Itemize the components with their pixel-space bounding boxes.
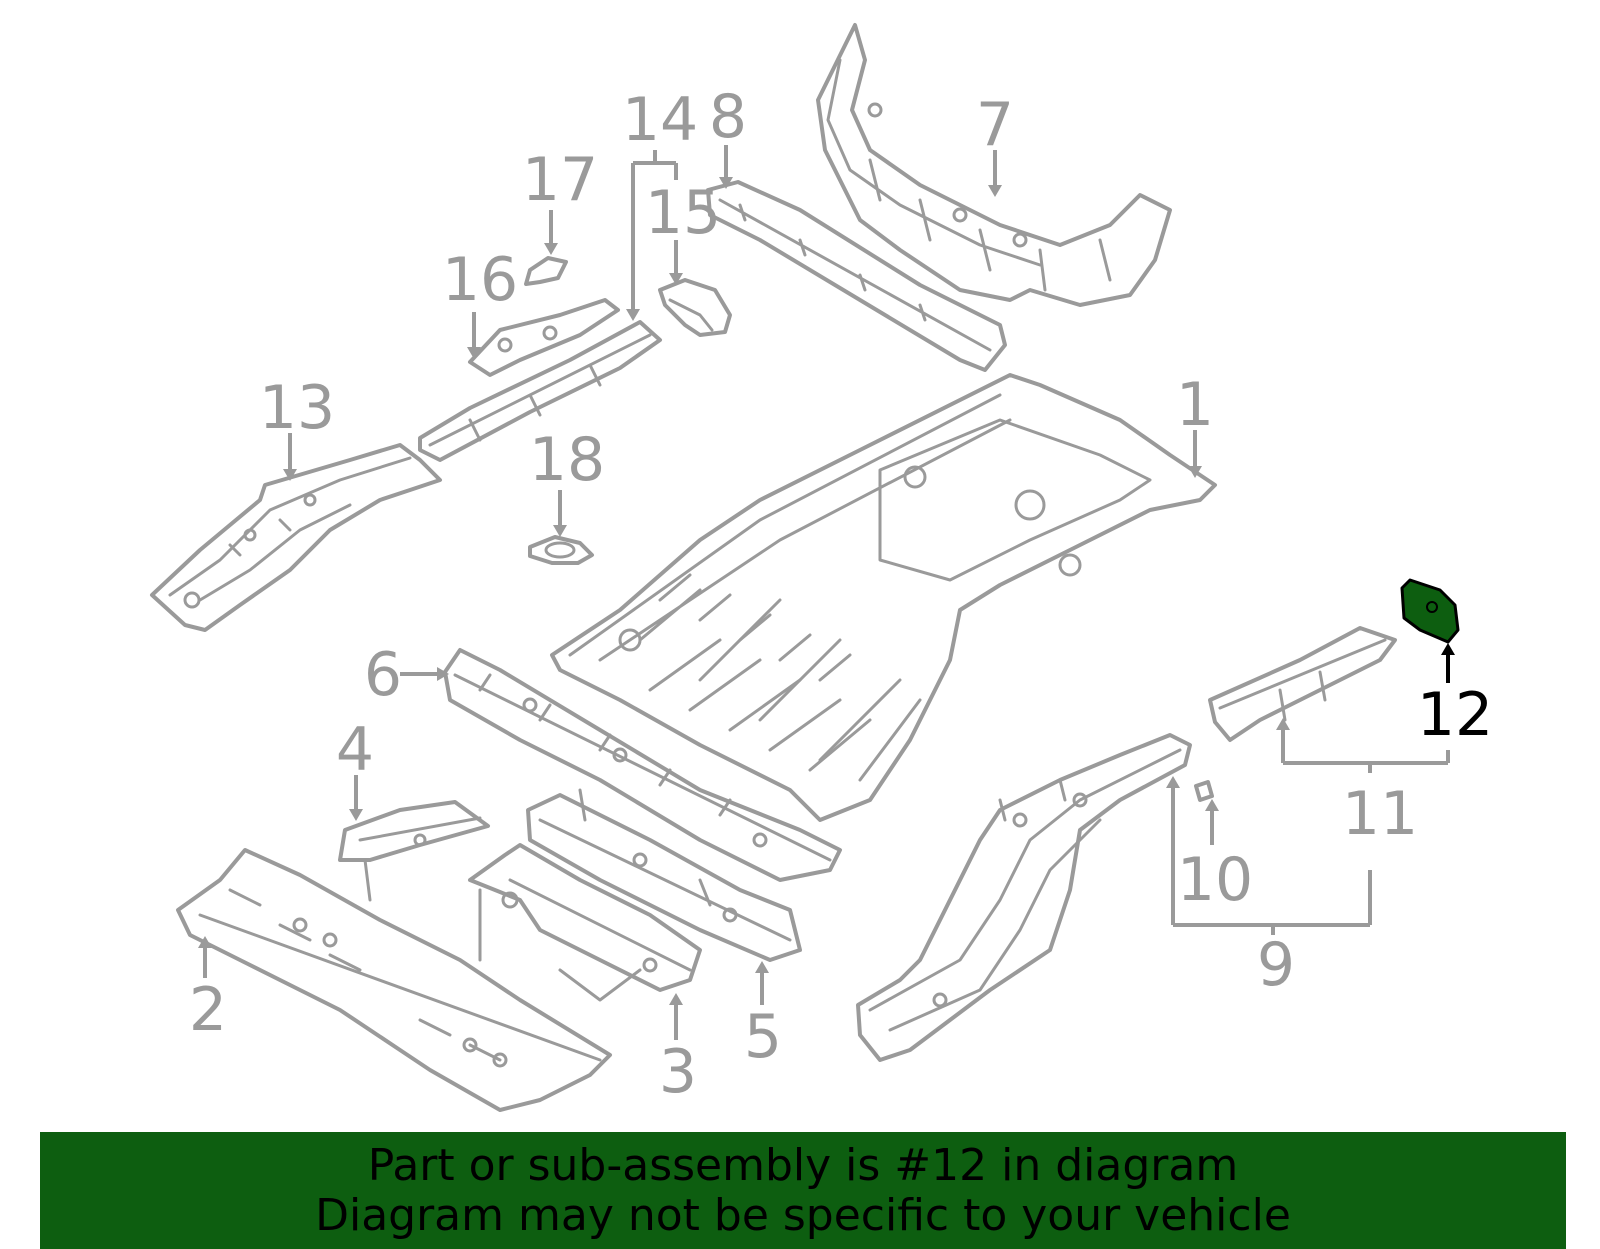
callout-7: 7 [976,90,1014,160]
callout-3: 3 [659,1037,697,1107]
part-11-extension[interactable] [1208,626,1397,742]
banner-line-2: Diagram may not be specific to your vehi… [315,1189,1291,1241]
part-5-crossmember[interactable] [526,788,802,962]
callout-10: 10 [1177,845,1253,915]
part-12-bracket-highlighted[interactable] [1400,578,1460,644]
part-10-clip[interactable] [1194,780,1214,802]
callout-18: 18 [529,425,605,495]
callout-13: 13 [259,373,335,443]
part-8-cross-rail[interactable] [706,180,1007,372]
part-6-crossmember[interactable] [443,648,842,882]
part-16-reinforcement[interactable] [468,298,620,377]
notice-banner: Part or sub-assembly is #12 in diagram D… [40,1132,1566,1249]
callout-16: 16 [442,245,518,315]
callout-12: 12 [1417,680,1493,750]
callout-15: 15 [645,178,721,248]
callout-9: 9 [1257,930,1295,1000]
callout-6: 6 [364,640,402,710]
callout-4: 4 [336,715,374,785]
callout-labels: 1 2 3 4 5 6 7 8 9 10 11 12 13 14 15 16 1… [189,82,1493,1107]
part-1-rear-floor-panel[interactable] [550,373,1217,822]
part-3-crossmember[interactable] [468,843,702,1002]
callout-1: 1 [1176,370,1214,440]
part-17-clip[interactable] [524,256,568,286]
callout-5: 5 [744,1002,782,1072]
callout-14: 14 [622,85,698,155]
callout-8: 8 [709,82,747,152]
part-2-front-floor-side[interactable] [176,848,612,1112]
banner-line-1: Part or sub-assembly is #12 in diagram [367,1139,1239,1191]
part-13-rear-side-member[interactable] [150,443,442,632]
callout-17: 17 [522,145,598,215]
part-15-bracket[interactable] [658,278,732,337]
callout-11: 11 [1342,779,1418,849]
leader-lines [198,145,1455,1040]
part-4-bracket[interactable] [338,800,490,902]
part-9-side-rail-assembly[interactable] [856,733,1192,1062]
part-14-side-member[interactable] [418,320,662,462]
part-18-grommet[interactable] [528,535,594,565]
callout-2: 2 [189,975,227,1045]
part-7-rear-crossmember[interactable] [816,23,1172,307]
